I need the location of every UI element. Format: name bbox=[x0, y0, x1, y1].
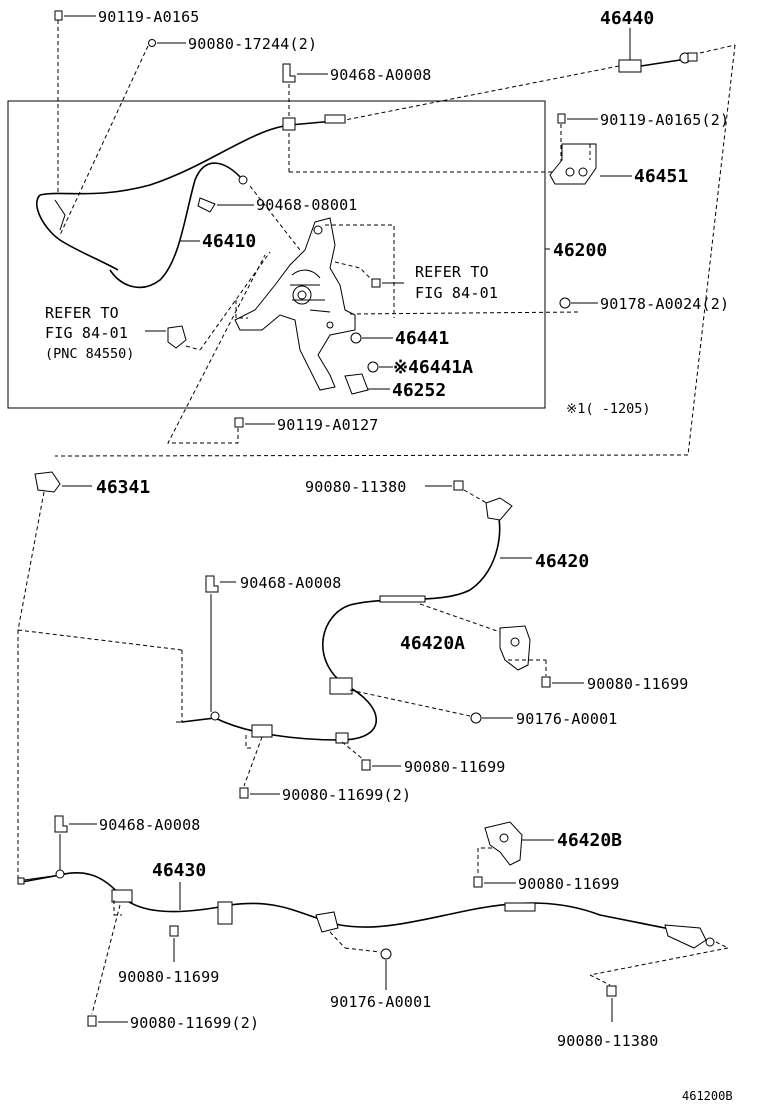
callout-46252[interactable]: 46252 bbox=[344, 373, 446, 401]
svg-text:90080-11699: 90080-11699 bbox=[118, 968, 220, 986]
callout-90176-A0001-low[interactable]: 90176-A0001 bbox=[329, 931, 432, 1011]
callout-46441A[interactable]: ※46441A bbox=[367, 357, 473, 378]
svg-text:90119-A0127: 90119-A0127 bbox=[277, 416, 379, 434]
svg-text:90080-11699: 90080-11699 bbox=[404, 758, 506, 776]
svg-text:46420: 46420 bbox=[535, 551, 589, 572]
range-note: ※1( -1205) bbox=[566, 401, 650, 417]
refer-to-right: REFER TO bbox=[415, 263, 489, 281]
svg-text:46441: 46441 bbox=[395, 328, 449, 349]
callout-90080-11699-b[interactable]: 90080-11699 bbox=[341, 741, 506, 776]
svg-text:46252: 46252 bbox=[392, 380, 446, 401]
callout-90080-11699-2a[interactable]: 90080-11699(2) bbox=[239, 735, 411, 804]
upper-front-cable bbox=[36, 114, 346, 271]
svg-text:46341: 46341 bbox=[96, 477, 150, 498]
callout-90119-A0127[interactable]: 90119-A0127 bbox=[167, 254, 379, 444]
svg-text:46451: 46451 bbox=[634, 166, 688, 187]
callout-90080-11699-c[interactable]: 90080-11699 bbox=[473, 875, 620, 893]
part-46341-clip[interactable]: 46341 bbox=[17, 471, 183, 722]
svg-text:90080-11699(2): 90080-11699(2) bbox=[130, 1014, 259, 1032]
part-46420-cable[interactable]: 46420 bbox=[176, 497, 589, 744]
callout-90119-A0165-2[interactable]: 90119-A0165(2) bbox=[557, 111, 729, 165]
part-46200-label[interactable]: 46200 bbox=[553, 240, 607, 261]
callout-46441[interactable]: 46441 bbox=[350, 328, 449, 349]
callout-90468-A0008-mid[interactable]: 90468-A0008 bbox=[205, 574, 342, 712]
callout-90176-A0001-mid[interactable]: 90176-A0001 bbox=[349, 689, 618, 728]
refer-fig-right[interactable]: FIG 84-01 bbox=[415, 284, 498, 302]
part-46420B-bracket[interactable]: 46420B bbox=[477, 821, 622, 876]
callout-90080-11699-2b[interactable]: 90080-11699(2) bbox=[87, 900, 259, 1032]
svg-text:※46441A: ※46441A bbox=[393, 357, 473, 378]
callout-90080-11699-a[interactable]: 90080-11699 bbox=[541, 675, 689, 693]
diagram-id: 461200B bbox=[682, 1089, 733, 1103]
refer-fig-left[interactable]: FIG 84-01 bbox=[45, 324, 128, 342]
svg-text:90178-A0024(2): 90178-A0024(2) bbox=[600, 295, 729, 313]
bolt-refer-right bbox=[371, 278, 404, 288]
svg-text:90080-11380: 90080-11380 bbox=[557, 1032, 659, 1050]
assembly-frame bbox=[7, 100, 546, 409]
svg-text:46430: 46430 bbox=[152, 860, 206, 881]
part-46420A-bracket[interactable]: 46420A bbox=[400, 603, 547, 676]
callout-90468-08001[interactable]: 90468-08001 bbox=[197, 196, 358, 214]
svg-text:90080-11699: 90080-11699 bbox=[518, 875, 620, 893]
svg-text:90080-11380: 90080-11380 bbox=[305, 478, 407, 496]
svg-text:90080-11699(2): 90080-11699(2) bbox=[282, 786, 411, 804]
svg-text:90468-A0008: 90468-A0008 bbox=[330, 66, 432, 84]
svg-text:90468-A0008: 90468-A0008 bbox=[240, 574, 342, 592]
refer-pnc-left: (PNC 84550) bbox=[45, 346, 134, 362]
part-46451-bracket[interactable]: 46451 bbox=[549, 143, 688, 187]
callout-90080-17244[interactable]: 90080-17244(2) bbox=[59, 35, 317, 236]
callout-90119-A0165-top[interactable]: 90119-A0165 bbox=[54, 8, 200, 195]
svg-text:90468-08001: 90468-08001 bbox=[256, 196, 358, 214]
svg-text:90176-A0001: 90176-A0001 bbox=[330, 993, 432, 1011]
part-46430-cable[interactable]: 46430 bbox=[17, 860, 729, 986]
svg-text:90119-A0165(2): 90119-A0165(2) bbox=[600, 111, 729, 129]
callout-90178-A0024[interactable]: 90178-A0024(2) bbox=[559, 295, 729, 313]
refer-to-left: REFER TO bbox=[45, 304, 119, 322]
callout-90468-A0008-top[interactable]: 90468-A0008 bbox=[282, 63, 556, 173]
svg-text:90080-11699: 90080-11699 bbox=[587, 675, 689, 693]
svg-text:90080-17244(2): 90080-17244(2) bbox=[188, 35, 317, 53]
svg-text:90119-A0165: 90119-A0165 bbox=[98, 8, 200, 26]
parking-brake-pedal-assembly[interactable] bbox=[234, 217, 581, 391]
callout-90080-11380-mid[interactable]: 90080-11380 bbox=[305, 478, 491, 506]
refer-left-clip bbox=[145, 251, 271, 351]
part-46440-cable[interactable]: 46440 bbox=[54, 8, 736, 457]
callout-90468-A0008-low[interactable]: 90468-A0008 bbox=[54, 815, 201, 872]
svg-text:90468-A0008: 90468-A0008 bbox=[99, 816, 201, 834]
svg-text:90176-A0001: 90176-A0001 bbox=[516, 710, 618, 728]
svg-text:46420A: 46420A bbox=[400, 633, 465, 654]
svg-text:46420B: 46420B bbox=[557, 830, 622, 851]
callout-90080-11699-d[interactable]: 90080-11699 bbox=[118, 925, 220, 986]
svg-text:46410: 46410 bbox=[202, 231, 256, 252]
part-46410-cable[interactable]: 46410 bbox=[109, 162, 301, 289]
callout-90080-11380-low[interactable]: 90080-11380 bbox=[557, 985, 659, 1050]
svg-text:46440: 46440 bbox=[600, 8, 654, 29]
